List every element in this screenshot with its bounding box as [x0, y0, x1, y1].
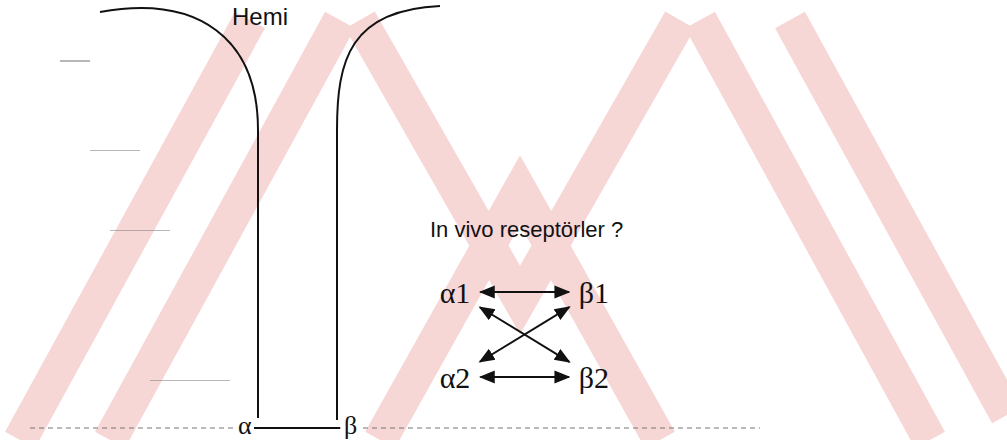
- subunit-text: α1: [440, 276, 471, 309]
- subunit-node: β2: [572, 358, 616, 397]
- subunit-label: α: [236, 412, 254, 440]
- caption-note: In vivo reseptörler ?: [430, 218, 623, 242]
- scan-noise: [110, 230, 170, 231]
- subunit-node: α2: [433, 358, 478, 397]
- alpha-beta-link: [252, 427, 340, 429]
- scan-noise: [150, 380, 230, 381]
- interaction-arrow: [480, 307, 569, 362]
- left-membrane-line: [100, 8, 258, 418]
- interaction-arrow: [480, 291, 569, 293]
- interaction-arrow: [480, 376, 569, 378]
- structure-label: Hemi: [232, 4, 288, 30]
- watermark-band: [790, 20, 1007, 415]
- subunit-node: α1: [433, 273, 478, 312]
- baseline-dotted: [30, 428, 760, 429]
- watermark-band: [110, 20, 340, 440]
- right-membrane-line: [337, 6, 440, 420]
- scan-noise: [90, 150, 140, 151]
- subunit-node: β1: [572, 273, 616, 312]
- subunit-label: β: [342, 412, 359, 440]
- subunit-text: β2: [579, 361, 609, 394]
- interaction-arrow: [480, 307, 569, 362]
- watermark-band: [380, 190, 660, 440]
- subunit-text: β1: [579, 276, 609, 309]
- subunit-text: α2: [440, 361, 471, 394]
- scan-noise: [60, 60, 90, 62]
